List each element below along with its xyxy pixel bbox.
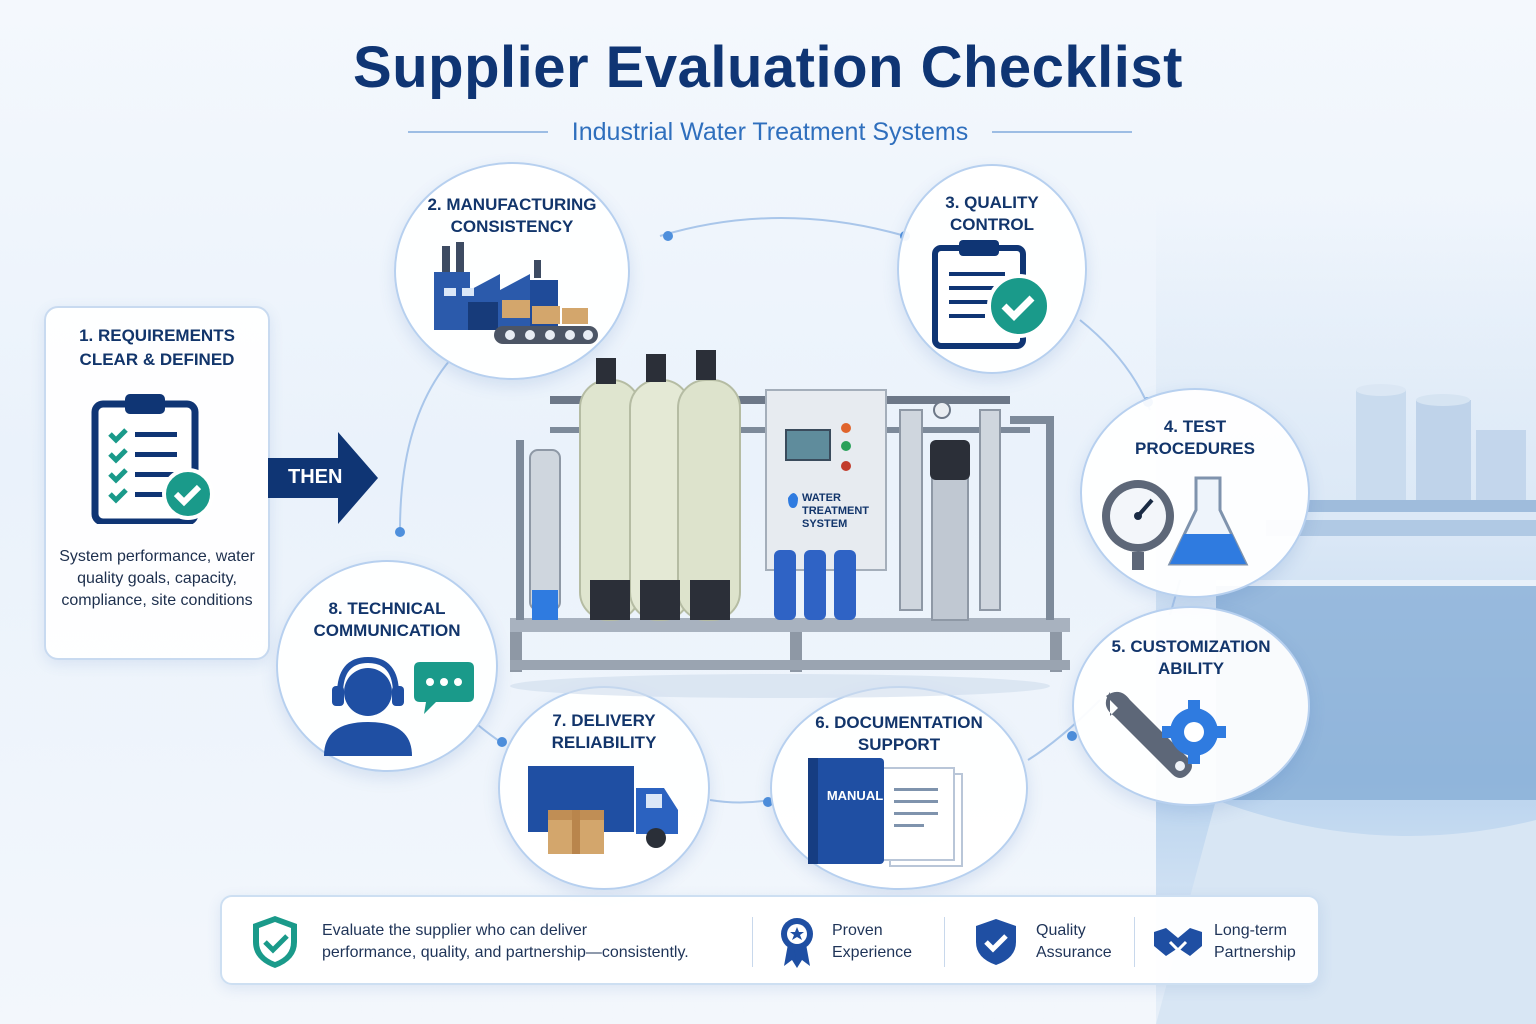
summary-line1: Evaluate the supplier who can deliver [322,922,588,939]
handshake-icon [1154,928,1202,956]
badge-2-line2: Assurance [1036,944,1112,961]
summary-line2: performance, quality, and partnership—co… [322,944,689,961]
page-subtitle: Industrial Water Treatment Systems [571,117,969,146]
step-manufacturing-consistency: 2. MANUFACTURING CONSISTENCY [394,162,630,380]
manual-cover-text: MANUAL [826,788,884,803]
badge-quality-assurance-text: Quality Assurance [1036,920,1112,964]
clipboard-check-icon [932,240,1051,349]
badge-1-line1: Proven [832,922,883,939]
then-label: THEN [288,466,343,488]
bar-divider [1134,917,1135,967]
requirements-label: 1. REQUIREMENTS CLEAR & DEFINED [46,324,268,372]
step-delivery-reliability: 7. DELIVERY RELIABILITY [498,686,710,890]
page-title: Supplier Evaluation Checklist [353,35,1183,100]
requirements-card: 1. REQUIREMENTS CLEAR & DEFINED System p… [44,306,270,660]
badge-long-term-partnership-text: Long-term Partnership [1214,920,1296,964]
step-6-label: 6. DOCUMENTATION SUPPORT [772,712,1026,756]
factory-icon [434,242,598,344]
award-ribbon-icon [781,918,813,968]
step-7-label-line2: RELIABILITY [551,733,657,752]
gauge-flask-icon [1102,476,1249,570]
shield-check-icon [976,919,1016,965]
subtitle-row: Industrial Water Treatment Systems [370,114,1170,150]
truck-icon [528,766,678,854]
step-3-label-line2: CONTROL [949,215,1035,234]
bar-divider [944,917,945,967]
machine-panel-label: WATER TREATMENT SYSTEM [802,492,869,531]
step-3-label-line1: 3. QUALITY [945,193,1039,212]
machine-label-line2: TREATMENT [802,505,870,517]
badge-long-term-partnership: Long-term Partnership [1152,897,1296,987]
step-2-label-line2: CONSISTENCY [450,217,574,236]
then-arrow-icon [268,432,378,524]
manual-icon [808,758,963,867]
requirements-label-line2: CLEAR & DEFINED [79,350,235,369]
step-test-procedures: 4. TEST PROCEDURES [1080,388,1310,598]
step-customization-ability: 5. CUSTOMIZATION ABILITY [1072,606,1310,806]
badge-2-line1: Quality [1036,922,1086,939]
subtitle-divider-right [992,131,1133,133]
step-5-label-line1: 5. CUSTOMIZATION [1111,637,1271,656]
step-2-label-line1: 2. MANUFACTURING [427,195,597,214]
bottom-summary-bar: Evaluate the supplier who can deliver pe… [220,895,1320,985]
headset-chat-icon [324,656,474,756]
step-2-label: 2. MANUFACTURING CONSISTENCY [396,194,628,238]
step-4-label-line2: PROCEDURES [1135,439,1255,458]
badge-proven-experience: Proven Experience [780,897,912,987]
step-8-label-line2: COMMUNICATION [313,621,461,640]
clipboard-checklist-icon [91,394,214,524]
shield-check-icon [253,916,297,968]
machine-label-line3: SYSTEM [802,518,848,530]
step-4-label-line1: 4. TEST [1163,417,1227,436]
water-treatment-machine-illustration [510,350,1070,698]
wrench-gear-icon [1105,691,1226,778]
summary-message: Evaluate the supplier who can deliver pe… [250,897,689,987]
step-technical-communication: 8. TECHNICAL COMMUNICATION [276,560,498,772]
badge-quality-assurance: Quality Assurance [974,897,1112,987]
step-8-label: 8. TECHNICAL COMMUNICATION [278,598,496,642]
step-8-label-line1: 8. TECHNICAL [328,599,446,618]
badge-1-line2: Experience [832,944,913,961]
step-7-label: 7. DELIVERY RELIABILITY [500,710,708,754]
machine-label-line1: WATER [802,492,841,504]
bar-divider [752,917,753,967]
step-6-label-line1: 6. DOCUMENTATION [815,713,983,732]
requirements-description: System performance, water quality goals,… [59,548,255,609]
requirements-label-line1: 1. REQUIREMENTS [79,326,235,345]
step-7-label-line1: 7. DELIVERY [552,711,656,730]
step-4-label: 4. TEST PROCEDURES [1082,416,1308,460]
badge-3-line1: Long-term [1214,922,1287,939]
step-5-label-line2: ABILITY [1157,659,1225,678]
summary-message-text: Evaluate the supplier who can deliver pe… [322,920,689,964]
step-documentation-support: 6. DOCUMENTATION SUPPORT MANUAL [770,686,1028,890]
step-3-label: 3. QUALITY CONTROL [899,192,1085,236]
step-6-label-line2: SUPPORT [857,735,941,754]
badge-proven-experience-text: Proven Experience [832,920,912,964]
step-quality-control: 3. QUALITY CONTROL [897,164,1087,374]
badge-3-line2: Partnership [1214,944,1296,961]
step-5-label: 5. CUSTOMIZATION ABILITY [1074,636,1308,680]
subtitle-divider-left [407,131,548,133]
